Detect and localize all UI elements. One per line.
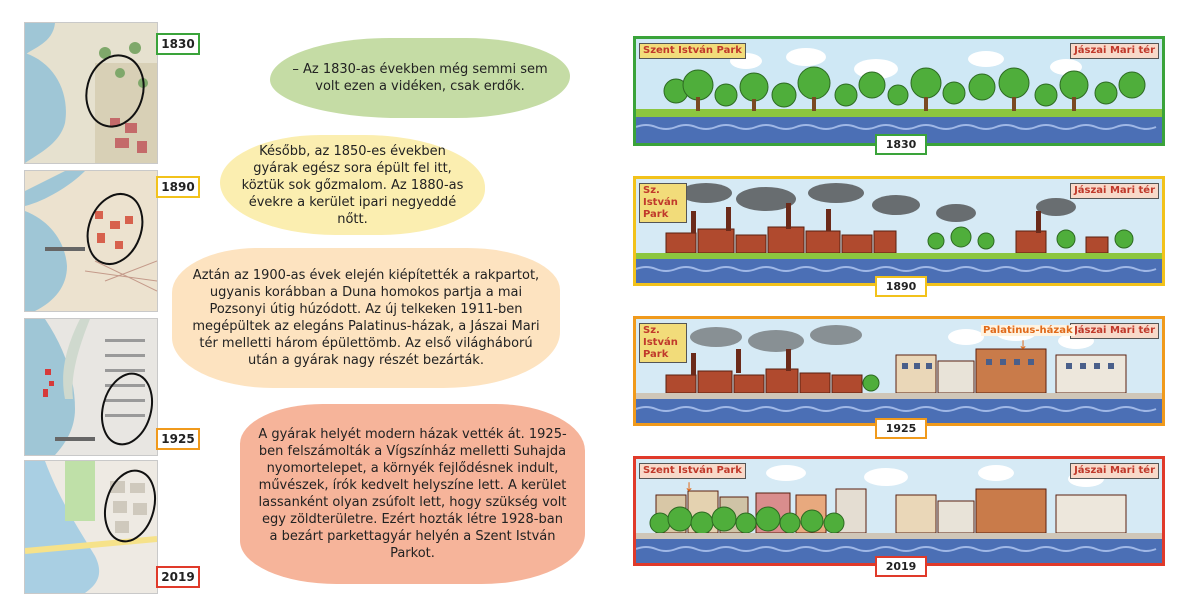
scene-year-tag-2019: 2019 xyxy=(875,556,927,577)
scene-year-tag-1890: 1890 xyxy=(875,276,927,297)
map-1890 xyxy=(24,170,158,312)
scene-year-tag-1830: 1830 xyxy=(875,134,927,155)
map-year-tag-2019: 2019 xyxy=(156,566,200,588)
text-bubble-1890: Később, az 1850-es években gyárak egész … xyxy=(220,135,485,235)
bubble-text-1890: Később, az 1850-es években gyárak egész … xyxy=(241,143,464,227)
scene-1925: Sz. István Park Jászai Mari tér Palatinu… xyxy=(633,316,1165,426)
scene-label-left-1890: Sz. István Park xyxy=(639,183,687,223)
bubble-text-1830: – Az 1830-as években még semmi sem volt … xyxy=(292,62,548,94)
map-1925 xyxy=(24,318,158,456)
scene-2019: Szent István Park Jászai Mari tér ↓ xyxy=(633,456,1165,566)
text-bubble-1925: Aztán az 1900-as évek elején kiépítették… xyxy=(172,248,560,388)
scene-label-right-1830: Jászai Mari tér xyxy=(1070,43,1159,59)
palatinus-annotation: Palatinus-házak xyxy=(981,325,1075,336)
scene-label-left-1925: Sz. István Park xyxy=(639,323,687,363)
map-year-tag-1925: 1925 xyxy=(156,428,200,450)
map-year-tag-1830: 1830 xyxy=(156,33,200,55)
scene-label-left-2019: Szent István Park xyxy=(639,463,746,479)
scene-label-right-1890: Jászai Mari tér xyxy=(1070,183,1159,199)
scene-year-tag-1925: 1925 xyxy=(875,418,927,439)
scene-1890: Sz. István Park Jászai Mari tér xyxy=(633,176,1165,286)
map-year-tag-1890: 1890 xyxy=(156,176,200,198)
scene-label-right-2019: Jászai Mari tér xyxy=(1070,463,1159,479)
text-bubble-2019: A gyárak helyét modern házak vették át. … xyxy=(240,404,585,584)
arrow-down-icon: ↓ xyxy=(1018,338,1029,352)
map-2019 xyxy=(24,460,158,594)
scene-label-right-1925: Jászai Mari tér xyxy=(1070,323,1159,339)
scene-1830: Szent István Park Jászai Mari tér xyxy=(633,36,1165,146)
bubble-text-1925: Aztán az 1900-as évek elején kiépítették… xyxy=(192,268,540,368)
scene-label-left-1830: Szent István Park xyxy=(639,43,746,59)
map-1830 xyxy=(24,22,158,164)
text-bubble-1830: – Az 1830-as években még semmi sem volt … xyxy=(270,38,570,118)
bubble-text-2019: A gyárak helyét modern házak vették át. … xyxy=(258,427,567,561)
arrow-down-icon: ↓ xyxy=(684,480,695,494)
